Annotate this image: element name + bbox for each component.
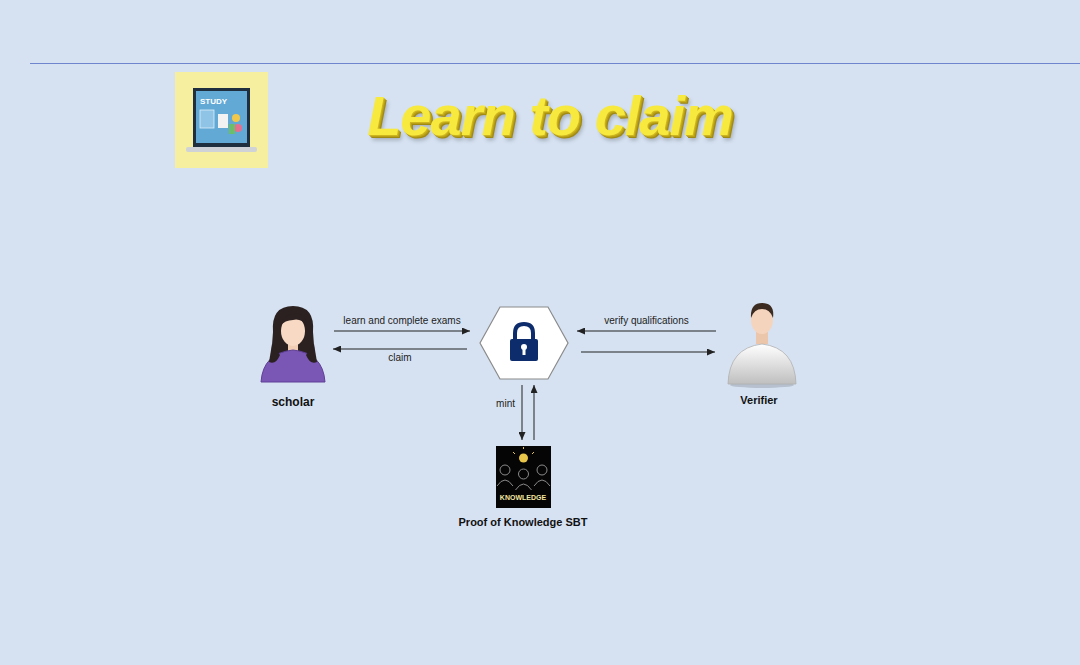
icon-text: STUDY (200, 97, 227, 107)
page-title: Learn to claim (320, 82, 780, 150)
scholar-node: scholar (255, 298, 331, 412)
actor-name: scholar (255, 395, 331, 410)
edge-label: mint (495, 398, 516, 410)
study-icon (175, 72, 268, 168)
actor-name: Verifier (718, 393, 800, 407)
flow-arrow (577, 331, 716, 332)
token-caption: Proof of Knowledge SBT (433, 515, 613, 529)
hex-shape (478, 305, 570, 381)
female-shape (255, 298, 331, 412)
flow-arrow (333, 349, 467, 350)
flow-arrow (334, 331, 470, 332)
token-text: KNOWLEDGE (433, 493, 613, 502)
male-shape (718, 298, 800, 410)
lock-hexagon (478, 305, 570, 381)
edge-label: verify qualifications (603, 315, 689, 327)
flow-arrow (522, 385, 523, 440)
edge-label: learn and complete exams (342, 315, 461, 327)
flow-arrow (534, 385, 535, 440)
edge-label: claim (387, 352, 412, 364)
header-rule (30, 63, 1080, 64)
flow-arrow (581, 352, 715, 353)
verifier-node: Verifier (718, 298, 800, 410)
sbt-token-node: KNOWLEDGE Proof of Knowledge SBT (433, 446, 613, 530)
